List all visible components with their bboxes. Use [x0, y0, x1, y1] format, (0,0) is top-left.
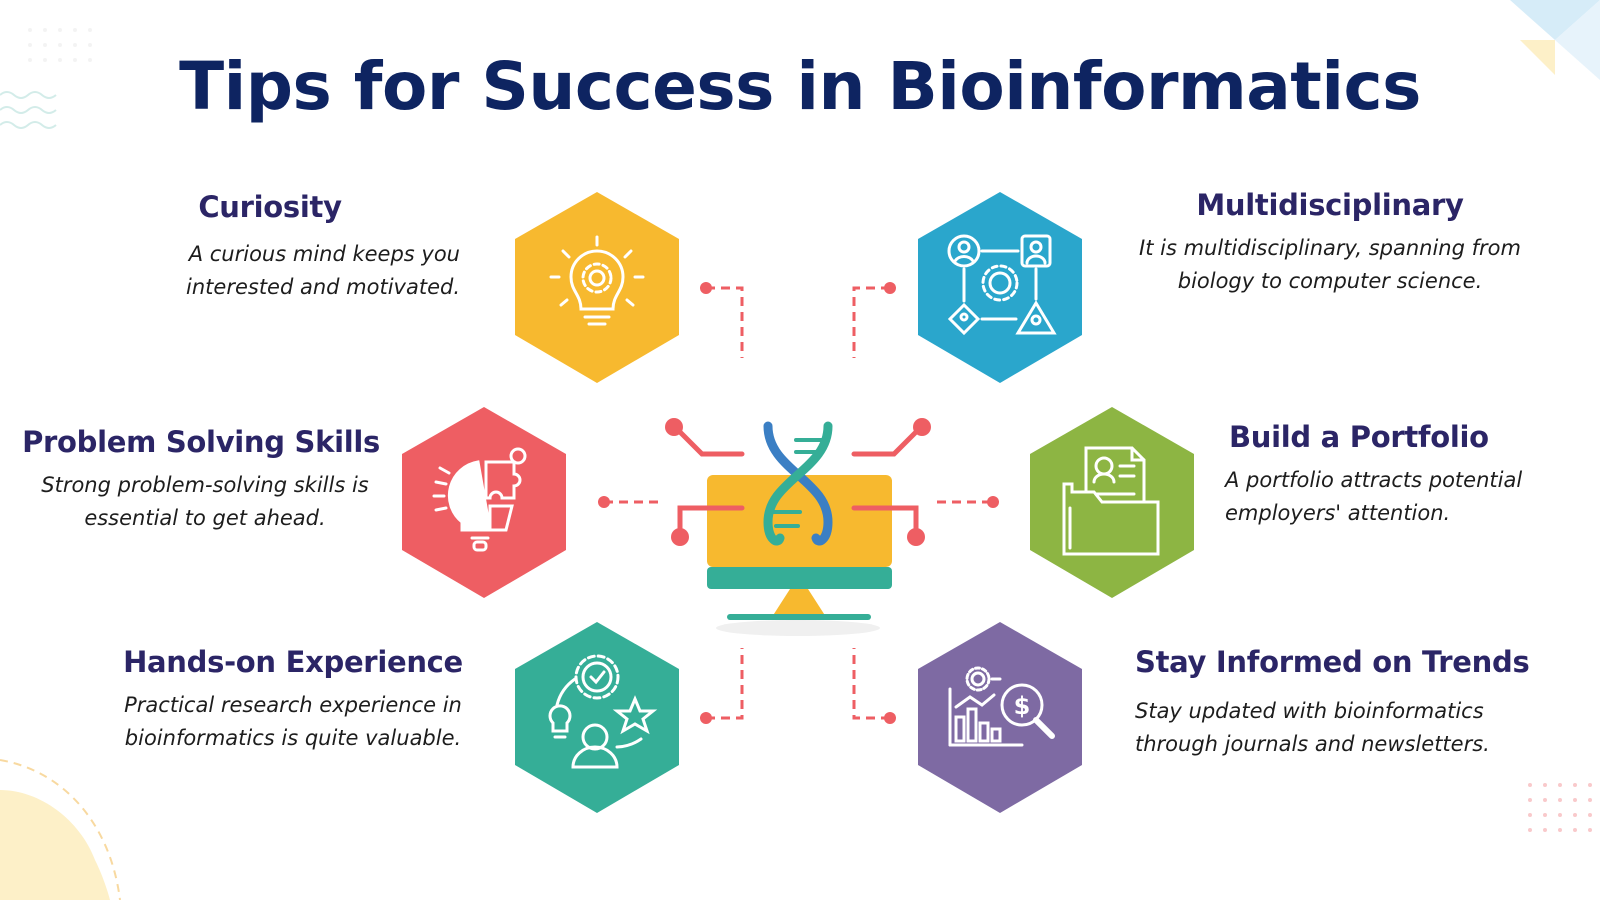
tip-body: Strong problem-solving skills is essenti…: [41, 473, 369, 530]
tip-heading: Multidisciplinary: [1196, 188, 1464, 222]
hexagon-hands-on: [515, 622, 679, 813]
top-right-triangles-decoration: [1510, 0, 1600, 80]
dashed-connectors: [604, 286, 993, 720]
experience-skills-icon: [548, 654, 658, 769]
hexagon-trends: [918, 622, 1082, 813]
tip-hands-on: Hands-on Experience Practical research e…: [108, 645, 478, 755]
dna-monitor-icon: [665, 418, 931, 636]
tip-trends: Stay Informed on Trends Stay updated wit…: [1135, 645, 1535, 761]
tip-problem-solving: Problem Solving Skills Strong problem-so…: [0, 425, 380, 535]
portfolio-folder-icon: [1062, 446, 1160, 556]
top-left-dots-decoration: [28, 28, 92, 62]
hexagon-curiosity: [515, 192, 679, 383]
tip-heading: Hands-on Experience: [123, 645, 463, 679]
tip-body: Stay updated with bioinformatics through…: [1135, 699, 1490, 756]
connector-multidisciplinary: [852, 286, 890, 358]
page-title: Tips for Success in Bioinformatics: [179, 48, 1421, 125]
connector-curiosity: [706, 286, 744, 358]
tip-body: A curious mind keeps you interested and …: [186, 242, 460, 299]
connector-hands-on: [706, 648, 744, 720]
connector-dots: [598, 282, 999, 724]
puzzle-bulb-icon: [432, 447, 527, 552]
svg-text:$: $: [1014, 692, 1031, 720]
tip-body: A portfolio attracts potential employers…: [1225, 468, 1523, 525]
network-people-gear-icon: [947, 234, 1057, 336]
tip-portfolio: Build a Portfolio A portfolio attracts p…: [1225, 420, 1565, 530]
tip-heading: Curiosity: [198, 190, 342, 224]
tip-multidisciplinary: Multidisciplinary It is multidisciplinar…: [1130, 188, 1530, 298]
bottom-right-dots-decoration: [1528, 783, 1592, 832]
lightbulb-gear-icon: [549, 235, 645, 326]
hexagon-multidisciplinary: [918, 192, 1082, 383]
tip-heading: Stay Informed on Trends: [1135, 645, 1530, 679]
tip-body: Practical research experience in bioinfo…: [124, 693, 462, 750]
trend-analysis-icon: $: [948, 666, 1055, 747]
connector-trends: [852, 648, 890, 720]
tip-heading: Problem Solving Skills: [22, 425, 380, 459]
tip-heading: Build a Portfolio: [1229, 420, 1489, 454]
top-left-waves-decoration: [0, 91, 57, 129]
bottom-left-blob-decoration: [0, 759, 121, 900]
tip-body: It is multidisciplinary, spanning from b…: [1139, 236, 1521, 293]
tip-curiosity: Curiosity A curious mind keeps you inter…: [40, 190, 460, 304]
